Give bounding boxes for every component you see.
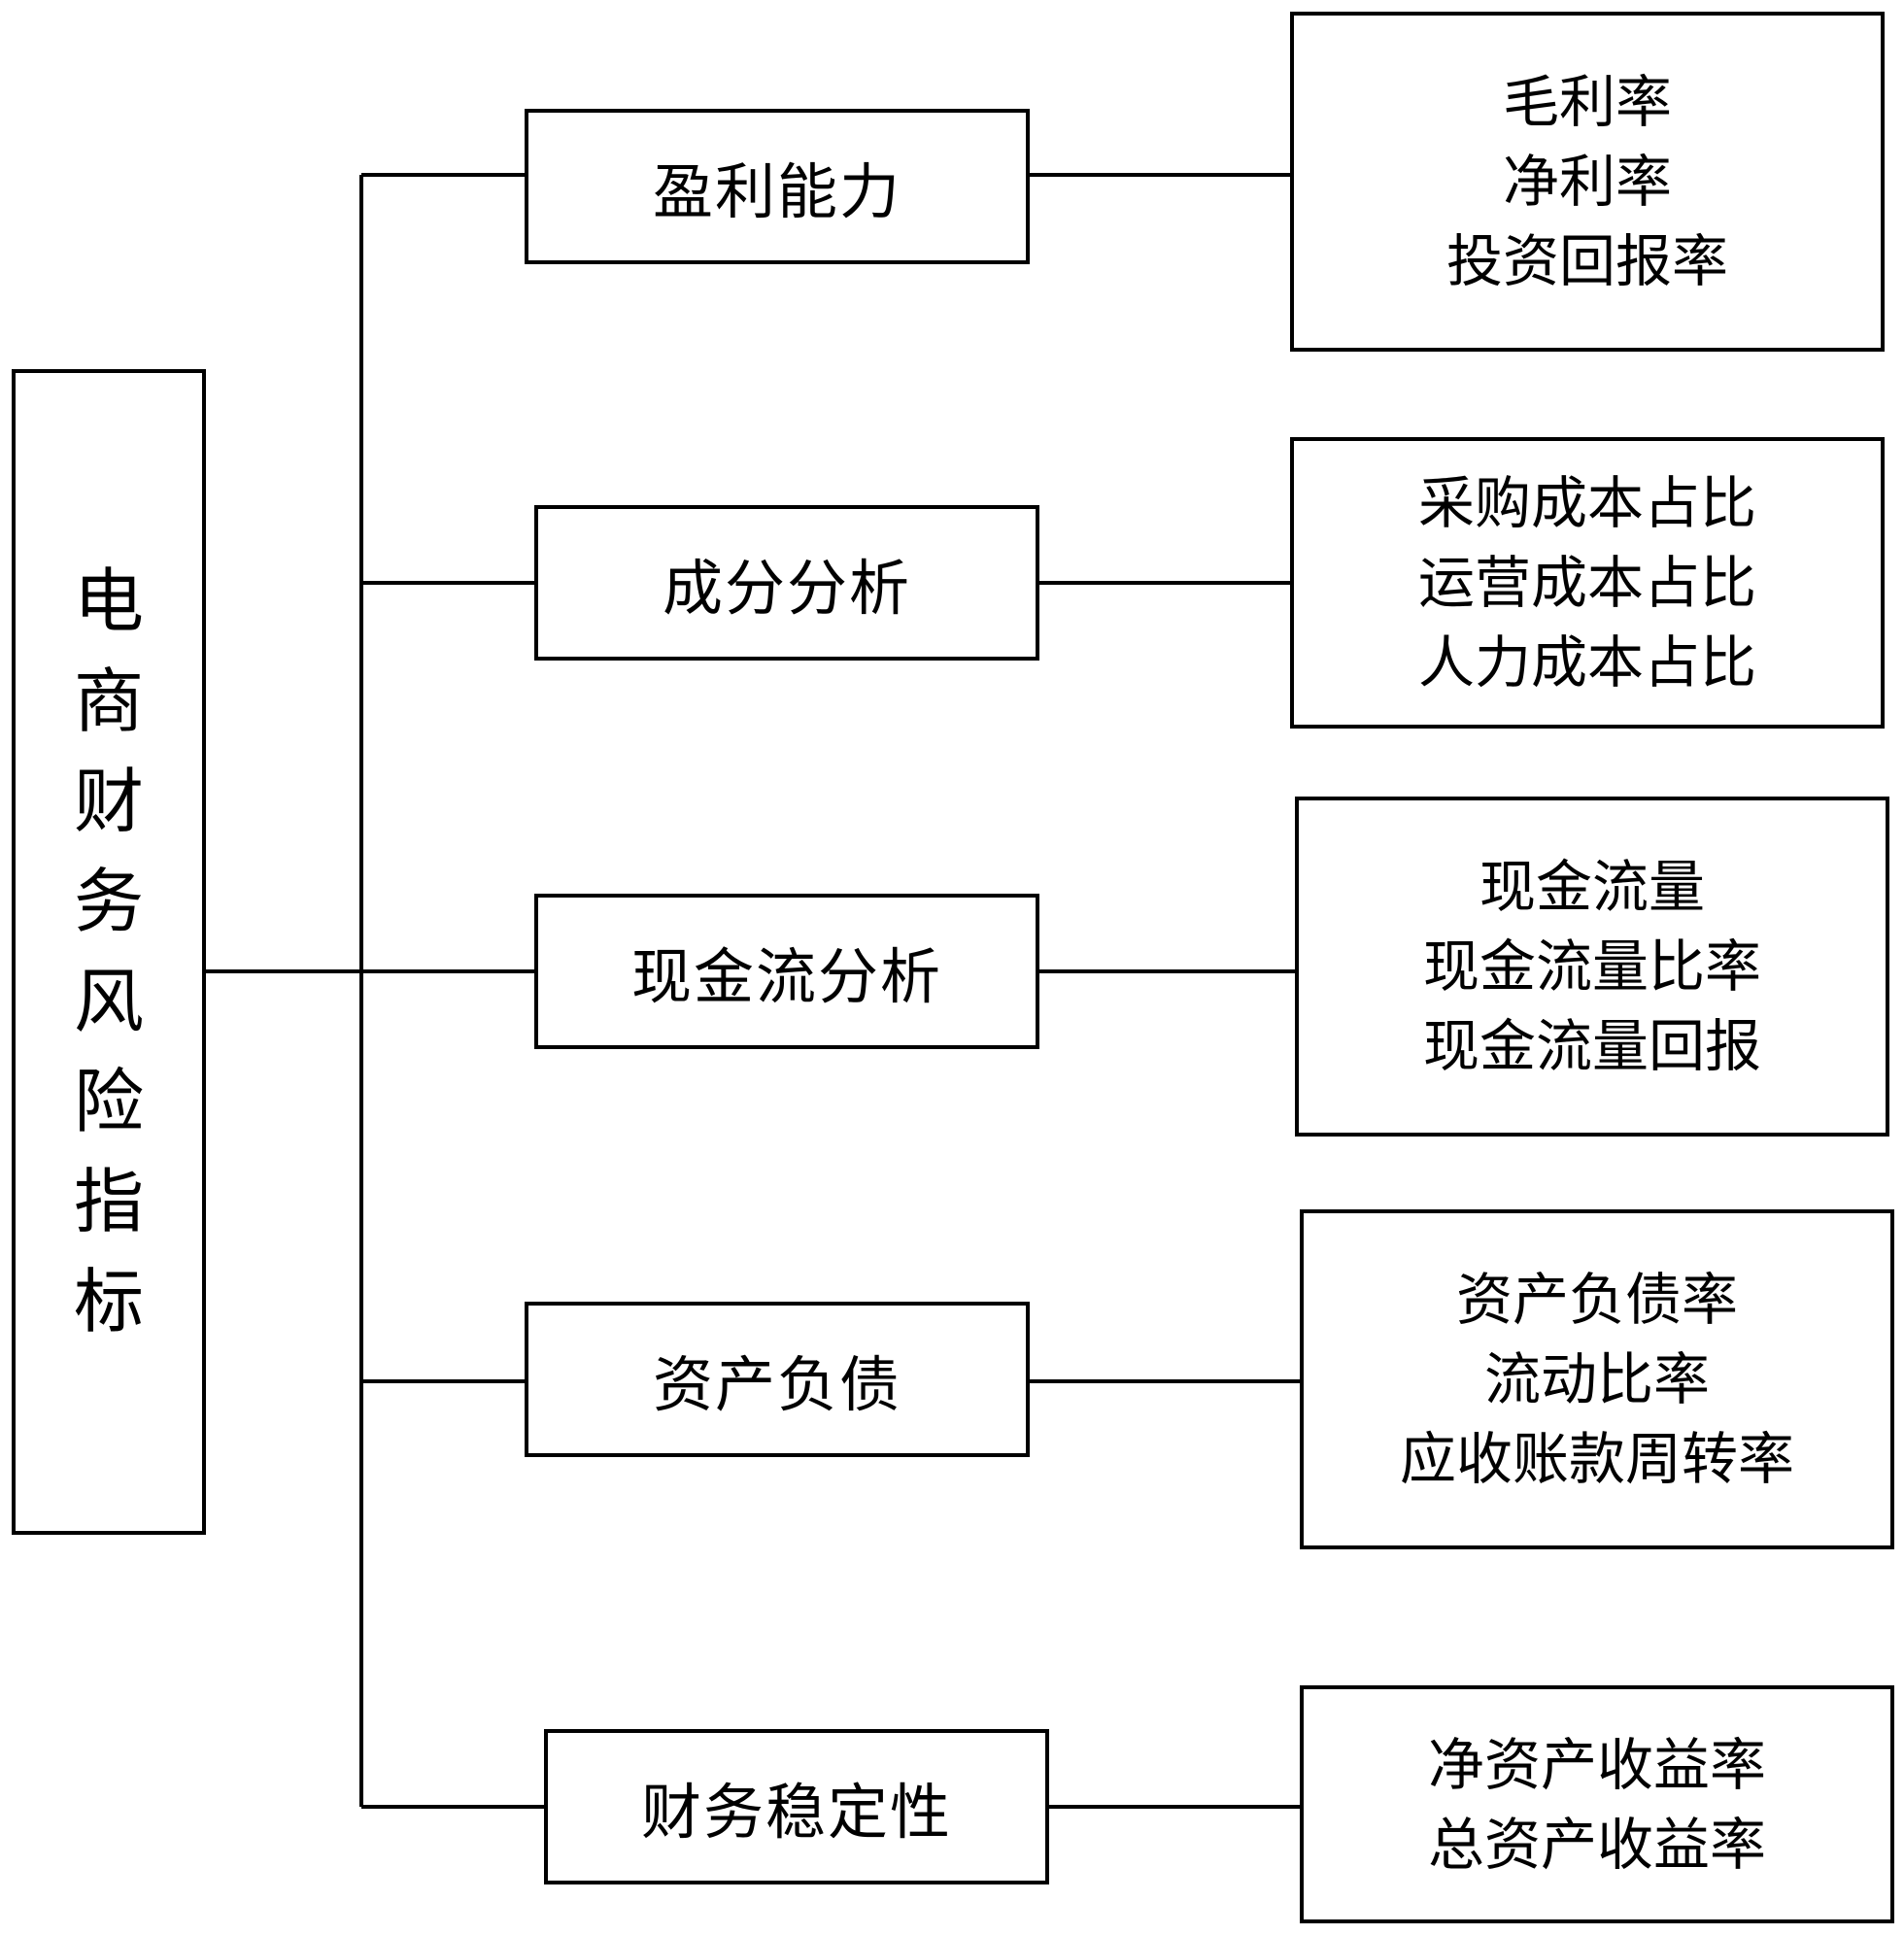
detail-item: 流动比率 <box>1483 1346 1710 1412</box>
root-title-char: 商 <box>73 661 144 742</box>
detail-item: 投资回报率 <box>1445 228 1728 294</box>
category-box-financial-stability: 财务稳定性 <box>544 1729 1049 1884</box>
detail-box-cash-flow: 现金流量 现金流量比率 现金流量回报 <box>1295 797 1889 1137</box>
root-title-char: 财 <box>73 761 144 842</box>
root-title-char: 标 <box>73 1261 144 1342</box>
category-label: 成分分析 <box>662 553 911 624</box>
detail-item: 资产负债率 <box>1455 1267 1738 1333</box>
category-box-profitability: 盈利能力 <box>525 109 1030 264</box>
category-box-cost-analysis: 成分分析 <box>534 505 1039 661</box>
detail-item: 现金流量 <box>1479 854 1705 920</box>
root-title-char: 风 <box>73 961 144 1042</box>
detail-item: 现金流量回报 <box>1422 1013 1761 1079</box>
root-box: 电商财务风险指标 <box>12 369 206 1535</box>
detail-box-financial-stability: 净资产收益率 总资产收益率 <box>1300 1685 1894 1923</box>
category-label: 盈利能力 <box>652 156 901 227</box>
category-label: 财务稳定性 <box>640 1777 952 1848</box>
detail-item: 总资产收益率 <box>1427 1811 1766 1878</box>
detail-item: 净资产收益率 <box>1427 1731 1766 1798</box>
detail-item: 运营成本占比 <box>1417 550 1756 616</box>
detail-box-assets-liabilities: 资产负债率 流动比率 应收账款周转率 <box>1300 1209 1894 1549</box>
category-box-cash-flow: 现金流分析 <box>534 894 1039 1049</box>
category-box-assets-liabilities: 资产负债 <box>525 1302 1030 1457</box>
root-title-char: 指 <box>73 1161 144 1242</box>
detail-box-profitability: 毛利率 净利率 投资回报率 <box>1290 12 1885 352</box>
detail-box-cost-analysis: 采购成本占比 运营成本占比 人力成本占比 <box>1290 437 1885 729</box>
detail-item: 应收账款周转率 <box>1399 1426 1794 1492</box>
detail-item: 采购成本占比 <box>1417 470 1756 536</box>
detail-item: 净利率 <box>1502 149 1672 215</box>
root-title-char: 电 <box>73 560 144 642</box>
detail-item: 人力成本占比 <box>1417 629 1756 696</box>
root-title-char: 务 <box>73 861 144 942</box>
detail-item: 毛利率 <box>1502 69 1672 135</box>
category-label: 现金流分析 <box>630 941 942 1012</box>
root-title-char: 险 <box>73 1061 144 1142</box>
category-label: 资产负债 <box>652 1349 901 1420</box>
root-title: 电商财务风险指标 <box>74 552 144 1352</box>
detail-item: 现金流量比率 <box>1422 934 1761 1000</box>
